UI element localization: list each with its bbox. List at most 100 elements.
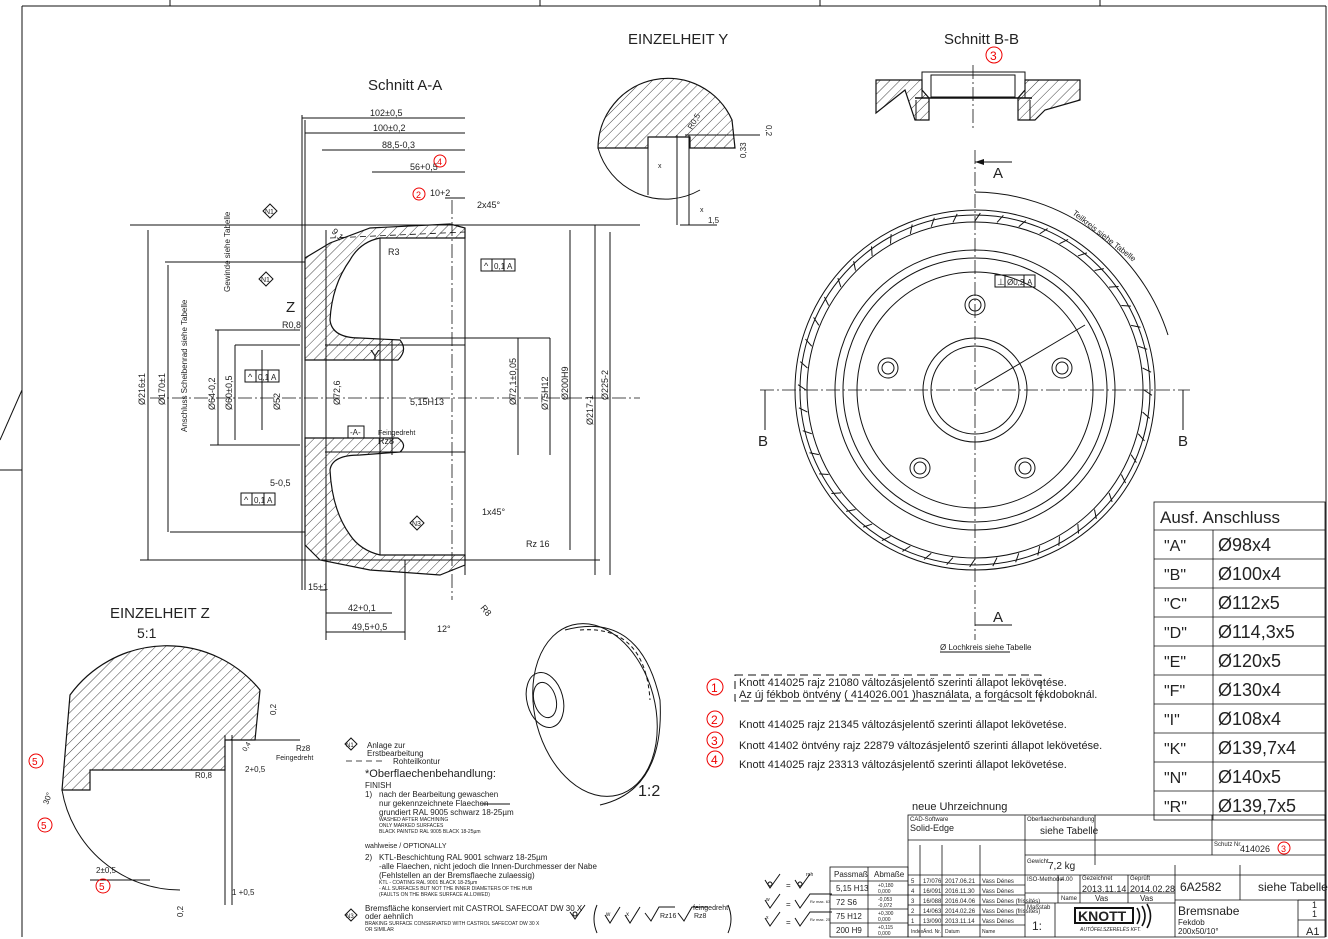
cooling-rib [819,473,829,475]
svg-text:BRAKING SURFACE CONSERVATED WI: BRAKING SURFACE CONSERVATED WITH CASTROL… [365,921,540,927]
section-letter: A [993,609,1003,626]
revision-cell: 5 [911,879,915,885]
bolt-hole-inner [1018,461,1032,475]
svg-text:Fekdob: Fekdob [1178,918,1205,927]
table-cell-ausf: "E" [1164,654,1186,671]
dim-text: Rz8 [378,436,394,446]
revision-header: Name [982,929,996,935]
n3-marker: N3 [409,515,425,531]
revision-marker [412,187,426,201]
cooling-rib [1131,324,1141,328]
dim-text: 2+0,5 [245,765,266,774]
dim-text: Ø72,6 [332,380,342,405]
svg-text:=: = [786,900,791,909]
svg-text:WASHED AFTER MACHINING: WASHED AFTER MACHINING [379,817,448,823]
cooling-rib [1015,553,1020,563]
cooling-rib [881,535,891,542]
revision-cell: Vass Dénes (frissítés) [982,909,1040,915]
revision-cell: Vass Dénes [982,889,1014,895]
cooling-rib [805,338,813,347]
revision-marker [985,46,1003,64]
dim-text: Ø75H12 [540,376,550,410]
dim-text: Ø200H9 [560,366,570,400]
revision-header: Datum [945,929,960,935]
section-letter: B [758,433,768,450]
dim-text: Ø64-0,2 [207,377,217,410]
cooling-rib [1037,546,1041,556]
cooling-rib [1058,536,1060,546]
cooling-rib [1094,268,1104,271]
dim-text: R0,8 [195,771,212,780]
table-cell-ausf: "F" [1164,683,1185,700]
svg-text:A: A [507,262,513,271]
n1-marker: N1 [262,203,278,219]
svg-text:- ALL SURFACES BUT NOT THE INN: - ALL SURFACES BUT NOT THE INNER DIAMETE… [379,886,533,892]
revision-marker [433,154,447,168]
revision-cell: Vass Dénes [982,879,1014,885]
svg-text:0,1: 0,1 [258,373,270,382]
svg-text:Rohteilkontur: Rohteilkontur [393,757,440,766]
surface-treatment: siehe Tabelle [1040,826,1099,837]
dim-text: Rz8 [296,744,311,753]
svg-text:Ø0,2: Ø0,2 [1007,278,1025,287]
svg-text:Rz max. 63: Rz max. 63 [810,899,831,904]
dim-text: x [658,163,662,170]
svg-text:3: 3 [711,734,718,748]
table-cell-anschluss: Ø108x4 [1218,709,1281,729]
paper-format: A1 [1306,926,1319,938]
dim-text: 5-0,5 [270,478,291,488]
cooling-rib [1143,389,1153,396]
cooling-rib [1077,524,1079,534]
article-number: siehe Tabelle [1258,880,1328,894]
table-cell-ausf: "K" [1164,741,1186,758]
table-cell-ausf: "A" [1164,538,1186,555]
cooling-rib [1121,305,1131,307]
revision-cell: 2 [911,909,915,915]
svg-text:N3: N3 [412,521,421,528]
cooling-rib [1077,252,1088,257]
part-name: Bremsnabe [1178,904,1240,918]
svg-text:⊥: ⊥ [997,277,1005,287]
svg-text:Oberflaechenbehandlung: Oberflaechenbehandlung [1027,817,1094,823]
detail-y-view: R0,5 0,2 0,33 1,5 x x [597,77,773,226]
svg-text:Gewicht: Gewicht [1027,859,1049,865]
dim-text: Ø60±0,5 [224,376,234,410]
svg-text:N3: N3 [346,914,354,920]
section-letter: A [993,165,1003,182]
dim-text: 0,33 [739,142,748,158]
revision-header: Änd. Nr. [923,928,941,935]
svg-text:0,1: 0,1 [494,262,506,271]
cooling-rib [909,224,913,234]
revision-cell: 3 [911,899,915,905]
cooling-rib [1138,345,1148,350]
datum-flag: -A- [347,425,365,439]
revision-marker-text: 5 [99,882,105,893]
svg-text:(Fehlstellen an der Bremsflaec: (Fehlstellen an der Bremsflaeche zulaess… [379,871,535,880]
section-aa-view: 102±0,5 100±0,2 88,5-0,3 56+0,5 10+2 2x4… [130,108,640,640]
table-cell-anschluss: Ø112x5 [1218,593,1280,613]
detail-z-scale: 5:1 [137,625,157,641]
svg-text:nach der Bearbeitung gewaschen: nach der Bearbeitung gewaschen [379,790,498,799]
cooling-rib [797,384,807,391]
table-header: Ausf. Anschluss [1160,508,1280,527]
svg-text:^: ^ [248,372,253,382]
cooling-rib [1120,474,1127,484]
dim-text: 12° [437,624,451,634]
svg-text:Gezeichnet: Gezeichnet [1082,876,1113,882]
svg-text:=: = [786,918,791,927]
dim-text: 2±0,5 [96,866,117,875]
drawn-date: 2013.11.14 [1082,884,1126,894]
svg-text:4: 4 [711,753,718,767]
change-notes: 1 Knott 414025 rajz 21080 változásjelent… [706,674,1102,771]
svg-text:200x50/10°: 200x50/10° [1178,927,1219,936]
table-cell-anschluss: Ø130x4 [1218,680,1281,700]
svg-text:FINISH: FINISH [365,781,391,790]
cooling-rib [923,552,932,560]
cad-software: Solid-Edge [910,823,954,833]
checked-date: 2014.02.28 [1130,884,1175,894]
table-cell-ausf: "C" [1164,596,1187,613]
isometric-drum-view: 1:2 [525,623,661,806]
cooling-rib [823,296,830,306]
dim-text: x [700,207,704,214]
